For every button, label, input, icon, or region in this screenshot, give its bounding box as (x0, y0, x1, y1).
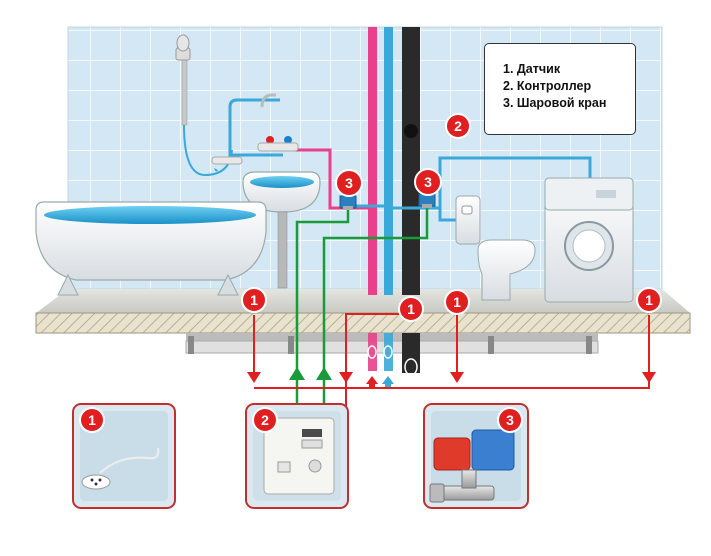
svg-text:2: 2 (261, 412, 269, 428)
badge-valve-sink: 3 (335, 169, 363, 197)
pipe-valve-hot (339, 195, 357, 210)
badge-sensor-riser: 1 (398, 296, 424, 322)
svg-text:1: 1 (453, 294, 461, 310)
badge-valve-toilet: 3 (414, 168, 442, 196)
legend-item-sensor: 1. Датчик (503, 62, 561, 76)
badge-sensor-washer: 1 (636, 287, 662, 313)
svg-text:1: 1 (645, 292, 653, 308)
green-arrow-right (316, 367, 332, 380)
ball-valve-icon (429, 429, 515, 503)
svg-text:1: 1 (250, 292, 258, 308)
legend-item-controller: 2. Контроллер (503, 79, 592, 93)
badge-sensor-toilet: 1 (444, 289, 470, 315)
sensor-card: 1 (72, 403, 176, 509)
washing-machine-icon (544, 177, 634, 303)
sink-icon (211, 93, 321, 289)
water-risers (366, 27, 420, 387)
floor-slab (35, 289, 691, 354)
bathtub-icon (35, 201, 267, 296)
badge-sensor-bath: 1 (241, 287, 267, 313)
valve-card: 3 (423, 403, 529, 509)
svg-text:1: 1 (88, 412, 96, 428)
svg-text:3: 3 (506, 412, 514, 428)
legend-box: 1. Датчик 2. Контроллер 3. Шаровой кран (484, 43, 636, 135)
svg-text:3: 3 (345, 175, 353, 191)
svg-text:2: 2 (454, 118, 462, 134)
badge-controller-wall: 2 (445, 113, 471, 139)
toilet-icon (455, 195, 536, 301)
svg-text:1: 1 (407, 301, 415, 317)
green-arrow-left (289, 367, 305, 380)
legend-item-valve: 3. Шаровой кран (503, 96, 607, 110)
controller-icon (263, 417, 335, 495)
water-sensor-icon (81, 447, 160, 490)
svg-text:3: 3 (424, 174, 432, 190)
control-lines (295, 205, 429, 372)
pipe-valve-cold (418, 193, 436, 208)
controller-card: 2 (245, 403, 349, 509)
